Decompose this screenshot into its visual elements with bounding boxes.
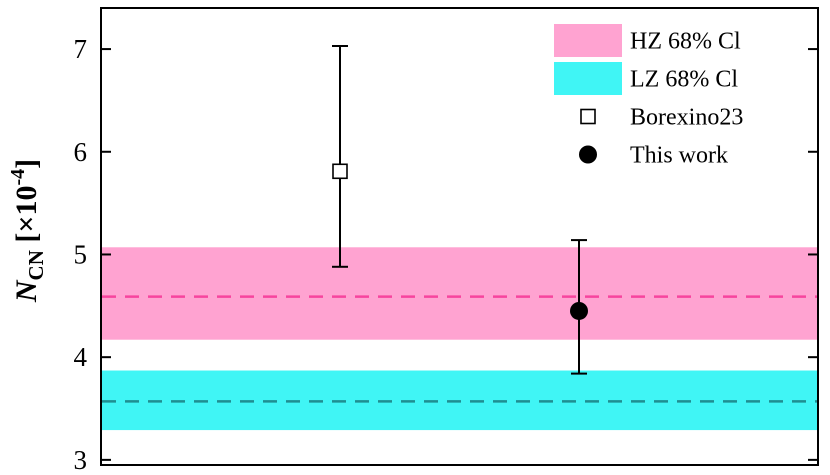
y-label-symbol: N <box>10 279 43 303</box>
y-label-subscript: CN <box>24 250 48 280</box>
y-axis: 3 4 5 6 7 <box>74 34 818 475</box>
y-tick-label-6: 6 <box>74 137 88 167</box>
y-tick-label-4: 4 <box>74 342 88 372</box>
point-borexino23 <box>332 163 348 180</box>
legend-swatch-lz-68-cl <box>554 62 622 95</box>
series-layer <box>332 44 588 375</box>
y-label-exponent: -4 <box>7 169 29 186</box>
y-label-unit-close: ] <box>10 159 43 169</box>
band-hz-68-cl <box>102 247 817 340</box>
y-tick-label-3: 3 <box>74 445 88 475</box>
point-this-work <box>570 301 588 320</box>
legend-label-lz-68-cl: LZ 68% Cl <box>630 67 738 93</box>
plot-frame <box>100 7 819 466</box>
legend-marker-this-work <box>579 145 597 164</box>
legend-swatch-hz-68-cl <box>554 24 622 57</box>
y-tick-label-5: 5 <box>74 239 88 269</box>
legend-label-borexino23: Borexino23 <box>630 105 743 131</box>
bands-layer <box>102 247 817 431</box>
y-tick-label-7: 7 <box>74 34 88 64</box>
legend-label-this-work: This work <box>630 143 728 169</box>
legend-label-hz-68-cl: HZ 68% Cl <box>630 29 741 55</box>
legend-marker-borexino23 <box>580 108 596 125</box>
y-label-unit: [×10 <box>10 186 43 251</box>
y-axis-label: NCN [×10-4] <box>7 159 48 303</box>
